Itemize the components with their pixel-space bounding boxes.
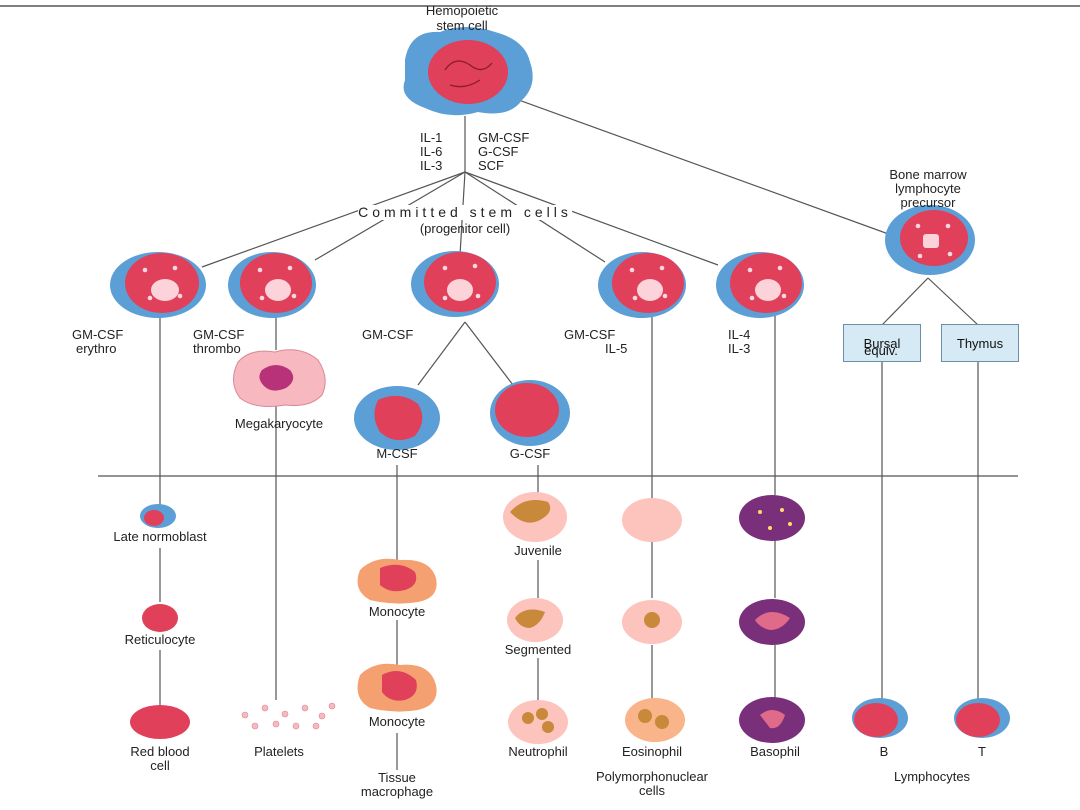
factor-right-3: SCF xyxy=(478,158,504,173)
committed-stem-cells-label: Committed stem cells xyxy=(358,204,572,220)
neutrophil-label: Neutrophil xyxy=(508,744,568,759)
basophil-label: Basophil xyxy=(750,744,800,759)
thymus-box: Thymus xyxy=(941,324,1019,362)
bursal-equiv-box: Bursal xyxy=(843,324,921,362)
eosinophil-early-cell xyxy=(622,498,682,542)
megakaryocyte-label: Megakaryocyte xyxy=(234,416,324,431)
progenitor-eosino xyxy=(598,252,686,318)
red-blood-cell xyxy=(130,705,190,739)
bursal-line2: equiv. xyxy=(864,343,898,358)
progenitor-granules xyxy=(142,223,953,301)
monoblast-cell xyxy=(354,386,440,450)
stem-cell-title-line1: Hemopoietic xyxy=(425,3,499,18)
baso-factor-2: IL-3 xyxy=(728,341,751,356)
lymph-precursor-line1: Bone marrow xyxy=(889,167,967,182)
tissue-macrophage-line2: macrophage xyxy=(360,784,434,799)
eosin-factor-1: GM-CSF xyxy=(564,327,616,342)
reticulocyte-label: Reticulocyte xyxy=(124,632,196,647)
platelets-cells xyxy=(241,702,336,730)
lymph-precursor-line3: precursor xyxy=(900,195,956,210)
baso-factor-1: IL-4 xyxy=(728,327,751,342)
tissue-macrophage-line1: Tissue xyxy=(378,770,416,785)
b-label: B xyxy=(879,744,889,759)
platelets-label: Platelets xyxy=(254,744,304,759)
juvenile-cell xyxy=(503,492,567,542)
g-csf-label: G-CSF xyxy=(509,446,551,461)
myeloblast-cell xyxy=(490,380,570,446)
bursal-line1: Bursal xyxy=(863,335,901,351)
reticulocyte-cell xyxy=(142,604,178,632)
lymphocytes-label: Lymphocytes xyxy=(893,769,971,784)
eosinophil-cell xyxy=(625,698,685,742)
factor-right-2: G-CSF xyxy=(478,144,519,159)
gm-factor: GM-CSF xyxy=(362,327,414,342)
stem-cell-title-line2: stem cell xyxy=(436,18,488,33)
late-normoblast-cell xyxy=(140,504,176,528)
progenitor-cell-label: (progenitor cell) xyxy=(419,221,511,236)
megakaryocyte-cell xyxy=(233,349,326,407)
neutrophil-cell xyxy=(508,700,568,744)
monocyte-cell-1 xyxy=(357,558,437,604)
rbc-label-line2: cell xyxy=(150,758,170,773)
basophil-early-cell xyxy=(739,495,805,541)
factor-left-3: IL-3 xyxy=(420,158,443,173)
erythro-factor-2: erythro xyxy=(76,341,117,356)
progenitor-granulo-mono xyxy=(411,251,499,317)
rbc-label-line1: Red blood xyxy=(130,744,190,759)
thrombo-factor-2: thrombo xyxy=(193,341,241,356)
progenitor-thrombo xyxy=(228,252,316,318)
late-normoblast-label: Late normoblast xyxy=(113,529,207,544)
polymorphonuclear-line1: Polymorphonuclear xyxy=(595,769,709,784)
segmented-label: Segmented xyxy=(504,642,572,657)
connector-lines xyxy=(159,94,979,770)
lymph-precursor-line2: lymphocyte xyxy=(895,181,961,196)
basophil-mid-cell xyxy=(739,599,805,645)
m-csf-label: M-CSF xyxy=(376,446,418,461)
t-lymphocyte-cell xyxy=(954,698,1010,738)
progenitor-baso xyxy=(716,252,804,318)
eosinophil-mid-cell xyxy=(622,600,682,644)
eosin-factor-2: IL-5 xyxy=(605,341,628,356)
b-lymphocyte-cell xyxy=(852,698,908,738)
juvenile-label: Juvenile xyxy=(514,543,562,558)
polymorphonuclear-line2: cells xyxy=(638,783,666,798)
eosinophil-label: Eosinophil xyxy=(622,744,682,759)
thrombo-factor-1: GM-CSF xyxy=(193,327,245,342)
lymphocyte-precursor-cell xyxy=(885,205,975,275)
progenitor-erythro xyxy=(110,252,206,318)
basophil-cell xyxy=(739,697,805,743)
monocyte-label-1: Monocyte xyxy=(368,604,426,619)
thymus-label: Thymus xyxy=(956,335,1004,351)
segmented-cell xyxy=(507,598,563,642)
factor-right-1: GM-CSF xyxy=(478,130,530,145)
monocyte-cell-2 xyxy=(357,663,437,712)
factor-left-1: IL-1 xyxy=(420,130,443,145)
t-label: T xyxy=(978,744,986,759)
erythro-factor-1: GM-CSF xyxy=(72,327,124,342)
monocyte-label-2: Monocyte xyxy=(368,714,426,729)
hemopoietic-stem-cell xyxy=(403,27,533,116)
factor-left-2: IL-6 xyxy=(420,144,443,159)
